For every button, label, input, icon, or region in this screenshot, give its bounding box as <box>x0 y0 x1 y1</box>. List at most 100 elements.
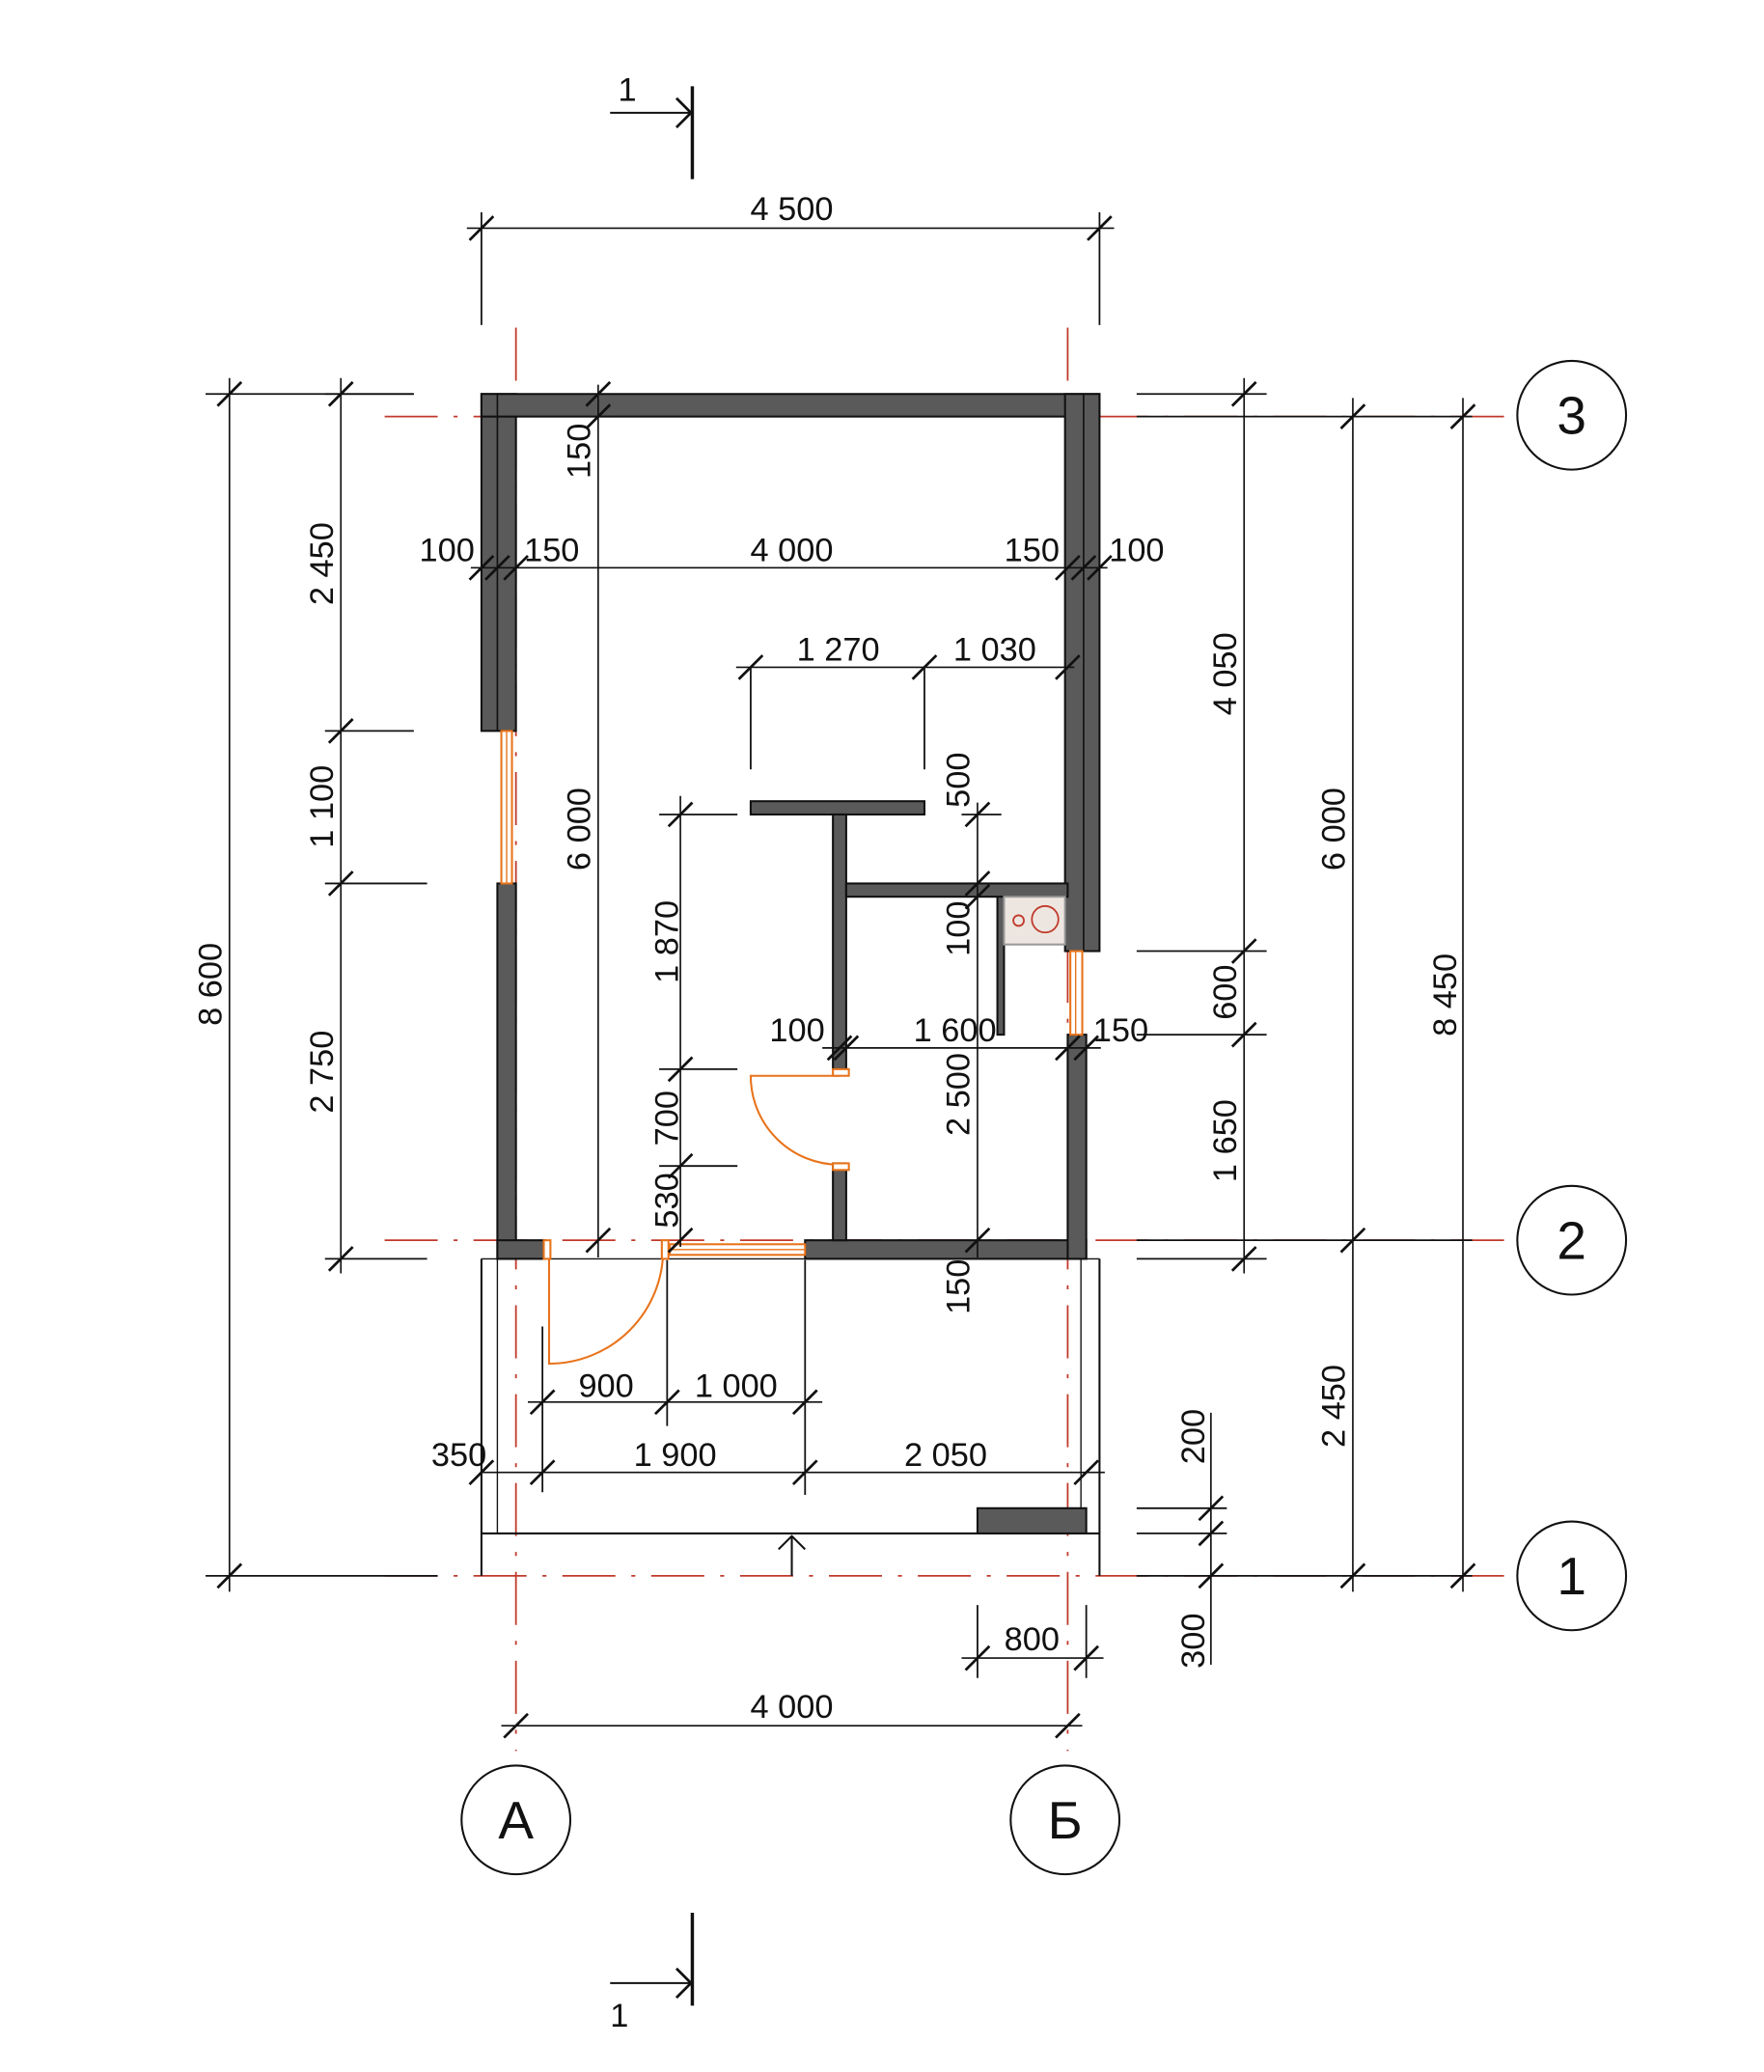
dim-label: 8 450 <box>1427 953 1464 1036</box>
dim-tick <box>911 654 938 680</box>
dim-tick <box>484 554 510 581</box>
section-label: 1 <box>618 72 636 109</box>
dim-label: 1 600 <box>914 1012 997 1049</box>
dim-label: 1 900 <box>634 1437 717 1474</box>
dim-label: 2 450 <box>1316 1365 1353 1448</box>
dim-tick <box>1055 1712 1081 1739</box>
axis-bubble-1: 1 <box>1516 1520 1628 1632</box>
dim-tick <box>1055 1035 1081 1062</box>
dim-label: 100 <box>420 532 475 568</box>
dim-tick <box>1087 554 1113 581</box>
dim-tick <box>585 403 612 429</box>
dim-tick <box>529 1459 556 1486</box>
dim-label: 150 <box>524 532 579 568</box>
sink-bowl-icon <box>1031 904 1060 934</box>
interior-door-swing <box>749 1074 841 1166</box>
dim-label: 2 500 <box>941 1053 978 1136</box>
dim-label: 4 000 <box>751 532 834 568</box>
exterior-wall <box>1066 1034 1088 1260</box>
dim-tick <box>964 1227 991 1254</box>
partition-wall <box>749 800 926 815</box>
exterior-wall <box>496 1239 546 1260</box>
dim-tick <box>667 1227 694 1254</box>
dim-label: 100 <box>769 1012 824 1049</box>
dim-label: 4 500 <box>751 191 834 228</box>
axis-bubble-a: А <box>460 1764 572 1876</box>
terrace-bench <box>976 1506 1088 1534</box>
dim-label: 1 650 <box>1207 1099 1244 1182</box>
sink-box <box>1003 896 1066 946</box>
dim-label: 150 <box>1093 1012 1148 1049</box>
dim-label: 4 000 <box>751 1689 834 1726</box>
dim-tick <box>1198 1562 1225 1589</box>
dim-tick <box>791 1459 818 1486</box>
section-mark-bottom: 1 <box>610 1998 628 2034</box>
axis-bubble-2: 2 <box>1516 1184 1628 1296</box>
dim-tick <box>468 554 495 581</box>
sink-tap-icon <box>1012 914 1025 927</box>
door-jamb <box>832 1162 850 1172</box>
dim-tick <box>503 554 529 581</box>
dim-label: 600 <box>1207 964 1244 1019</box>
svg-text:3: 3 <box>1557 386 1586 446</box>
dim-tick <box>1070 554 1097 581</box>
dim-label: 1 270 <box>797 632 880 669</box>
dim-label: 4 050 <box>1207 632 1244 715</box>
dim-label: 100 <box>1109 532 1164 568</box>
axis-bubble-3: 3 <box>1516 359 1628 471</box>
dim-tick <box>585 1227 612 1254</box>
dim-label: 6 000 <box>1316 787 1353 870</box>
dim-label: 2 050 <box>904 1437 987 1474</box>
dimension-lines <box>206 86 1476 2006</box>
dim-tick <box>1055 554 1081 581</box>
dim-label: 150 <box>1005 532 1060 568</box>
section-label: 1 <box>610 1998 628 2034</box>
dim-tick <box>964 883 991 910</box>
dim-label: 2 450 <box>304 522 341 605</box>
svg-text:А: А <box>498 1790 534 1850</box>
partition-wall <box>832 1162 847 1242</box>
exterior-wall <box>480 393 1101 418</box>
partition-wall <box>996 896 1006 1036</box>
partition-wall <box>844 882 1069 898</box>
dim-label: 350 <box>431 1437 486 1474</box>
entrance-door-swing <box>547 1249 665 1366</box>
dim-label: 100 <box>941 901 978 956</box>
partition-wall <box>832 813 847 1070</box>
dim-tick <box>585 380 612 407</box>
section-mark-top: 1 <box>618 72 636 109</box>
dim-label: 1 000 <box>695 1368 778 1404</box>
dim-tick <box>833 1035 860 1062</box>
dim-tick <box>503 1712 529 1739</box>
dim-tick <box>468 1459 495 1486</box>
walls <box>480 393 1101 1576</box>
entry-arrow-head <box>778 1534 807 1551</box>
exterior-wall <box>1063 393 1101 953</box>
dim-label: 200 <box>1175 1409 1212 1464</box>
dim-label: 2 750 <box>304 1031 341 1114</box>
door-jamb <box>832 1067 850 1077</box>
svg-text:2: 2 <box>1557 1210 1586 1270</box>
dim-label: 700 <box>648 1091 685 1146</box>
dim-label: 1 030 <box>953 632 1036 669</box>
dim-label: 800 <box>1005 1621 1060 1658</box>
openings <box>500 730 1084 1366</box>
door-jamb <box>542 1239 552 1260</box>
axis-bubble-b: Б <box>1009 1764 1121 1876</box>
dim-label: 300 <box>1175 1614 1212 1669</box>
dim-label: 530 <box>648 1173 685 1228</box>
dim-tick <box>826 1035 853 1062</box>
exterior-wall <box>496 882 517 1260</box>
dim-tick <box>737 654 764 680</box>
dimension-labels: 4 500 100 150 4 000 150 100 1 270 1 030 … <box>193 191 1465 1726</box>
dim-label: 150 <box>941 1259 978 1314</box>
dim-label: 150 <box>562 424 598 479</box>
dim-tick <box>1055 654 1081 680</box>
dim-label: 8 600 <box>193 943 230 1026</box>
dim-label: 6 000 <box>562 787 598 870</box>
dim-tick <box>964 870 991 897</box>
dim-label: 1 870 <box>648 900 685 983</box>
exterior-wall <box>804 1239 1088 1260</box>
dim-tick <box>1073 1459 1100 1486</box>
